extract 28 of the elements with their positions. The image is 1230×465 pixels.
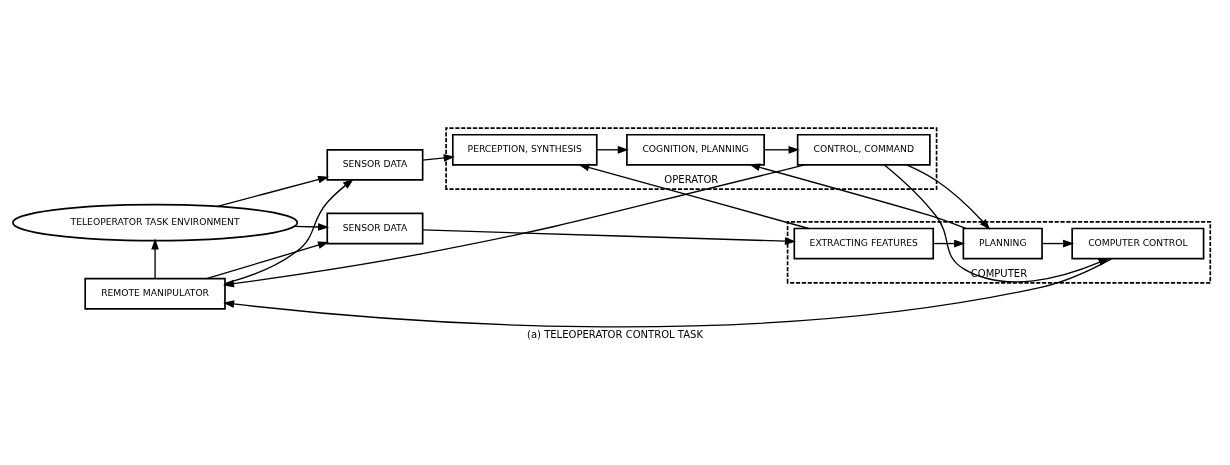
arrow xyxy=(205,240,330,279)
node-box: COGNITION, PLANNING xyxy=(626,133,765,166)
arrow xyxy=(151,238,159,279)
node-box: COMPUTER CONTROL xyxy=(1071,227,1205,259)
node-box: PLANNING xyxy=(962,227,1043,259)
caption: (a) TELEOPERATOR CONTROL TASK xyxy=(527,328,703,340)
arrow xyxy=(906,163,991,230)
arrow xyxy=(223,257,1113,327)
node-box: EXTRACTING FEATURES xyxy=(793,227,935,259)
arrow xyxy=(578,163,810,229)
arrow xyxy=(216,175,330,207)
arrow xyxy=(883,163,1110,282)
node-box: REMOTE MANIPULATOR xyxy=(84,277,226,310)
arrow xyxy=(749,163,967,229)
arrow xyxy=(1041,239,1075,247)
node-ellipse: TELEOPERATOR TASK ENVIRONMENT xyxy=(12,203,299,241)
arrow xyxy=(293,222,330,231)
arrow xyxy=(596,145,629,154)
node-box: SENSOR DATA xyxy=(326,212,424,244)
node-box: SENSOR DATA xyxy=(326,148,424,181)
node-box: PERCEPTION, SYNTHESIS xyxy=(451,133,598,166)
arrow xyxy=(422,153,455,162)
node-box: CONTROL, COMMAND xyxy=(796,133,931,166)
arrow xyxy=(763,145,800,154)
arrow xyxy=(224,178,354,284)
arrow xyxy=(422,228,796,245)
arrow xyxy=(932,239,966,247)
arrow xyxy=(222,163,806,287)
